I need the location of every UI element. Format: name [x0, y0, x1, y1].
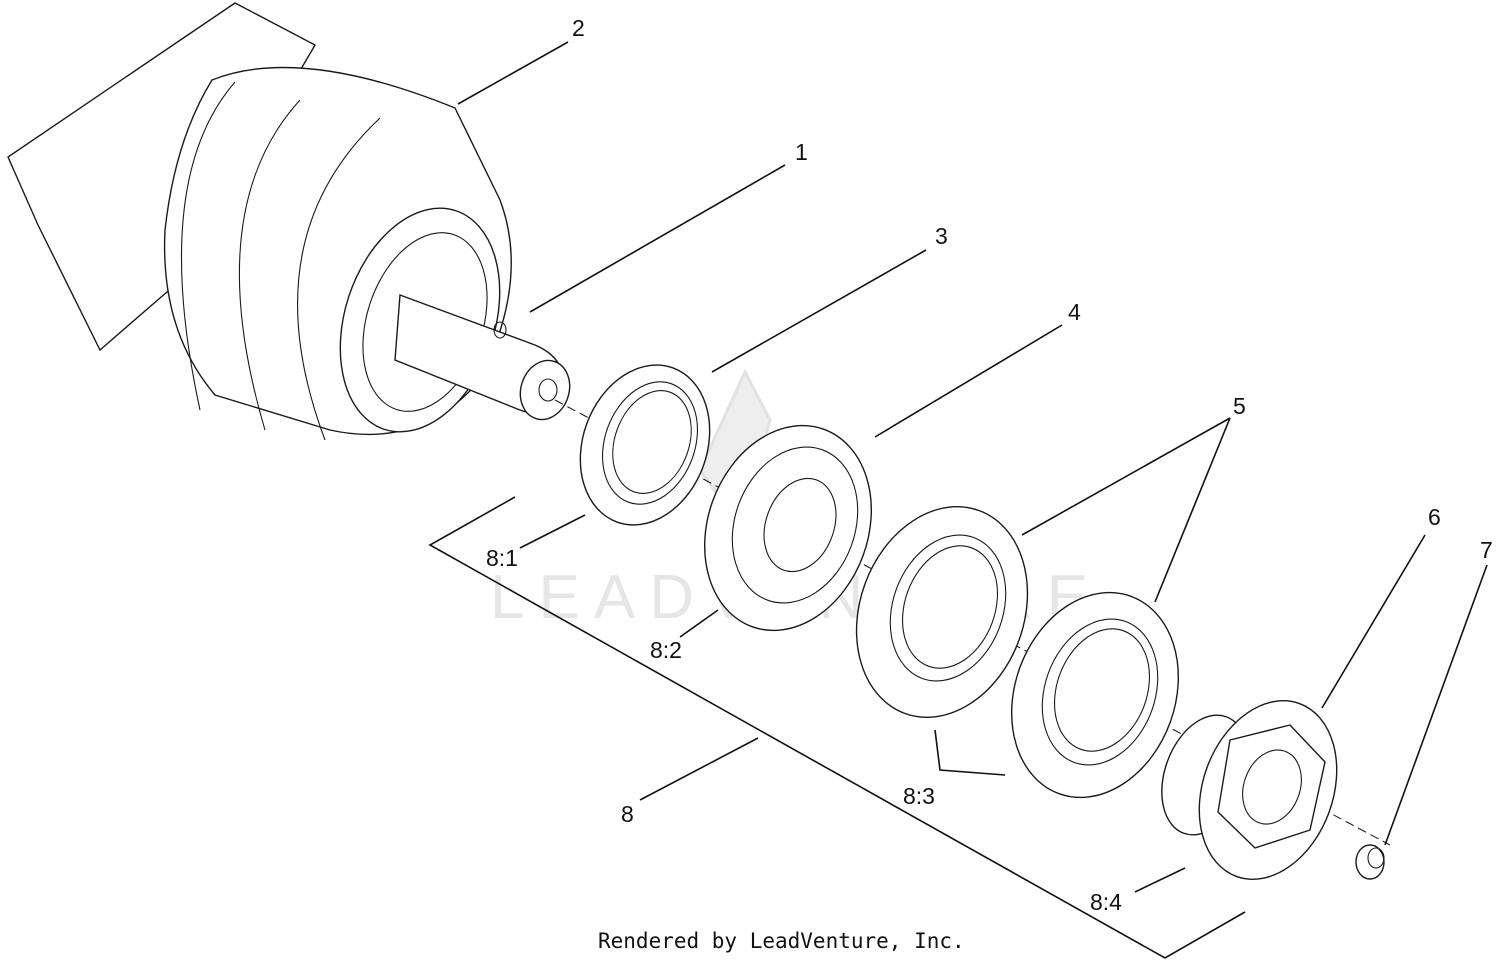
leader-5a	[1021, 417, 1231, 536]
roller-groove-2	[238, 99, 301, 431]
set-screw-body	[1355, 844, 1385, 880]
shaft-bore	[538, 378, 558, 402]
bearing-part-4	[703, 424, 873, 632]
nut-bore	[1242, 749, 1302, 825]
shaft-part-1	[394, 294, 571, 421]
seal-part-3	[579, 364, 711, 526]
callout-8-1: 8:1	[486, 545, 518, 571]
seal-lip	[601, 381, 699, 505]
leader-5b	[1154, 417, 1231, 603]
cup-a-outer	[855, 506, 1029, 718]
callout-4: 4	[1068, 299, 1081, 325]
set-screw-end	[1367, 847, 1385, 869]
callout-5: 5	[1233, 393, 1246, 419]
leader-7	[1384, 564, 1488, 846]
callout-2: 2	[572, 15, 585, 41]
group-bracket-8	[428, 496, 1246, 959]
callout-8-3: 8:3	[903, 783, 935, 809]
roller-wheel-part-2	[7, 2, 512, 441]
callout-8-4: 8:4	[1090, 889, 1122, 915]
leader-2	[457, 41, 569, 105]
seal-inner	[612, 390, 692, 494]
nut-hex	[1217, 724, 1326, 849]
cup-part-5-a	[855, 506, 1029, 718]
bearing-outer	[703, 424, 873, 632]
leader-8-1	[519, 514, 586, 549]
cup-part-5-b	[1010, 591, 1180, 799]
callout-8: 8	[621, 801, 634, 827]
leader-6	[1321, 534, 1426, 709]
roller-groove-1	[180, 81, 236, 411]
cup-a-inner	[901, 545, 999, 669]
callout-6: 6	[1428, 504, 1441, 530]
cup-b-inner	[1053, 628, 1151, 752]
leader-3	[711, 249, 927, 373]
leader-1	[529, 164, 786, 313]
bearing-race	[731, 446, 859, 604]
callout-8-2: 8:2	[650, 637, 682, 663]
callout-3: 3	[935, 223, 948, 249]
nut-part-6	[1161, 700, 1338, 880]
bearing-bore	[763, 477, 837, 573]
callout-1: 1	[795, 139, 808, 165]
seal-outer	[579, 364, 711, 526]
leader-lines	[428, 41, 1488, 959]
cup-a-lip	[889, 534, 1007, 682]
shaft-pin-hole	[493, 321, 507, 339]
callout-7: 7	[1480, 537, 1493, 563]
shaft-end	[519, 359, 571, 421]
set-screw-part-7	[1355, 844, 1385, 880]
cup-b-lip	[1041, 618, 1159, 766]
roller-groove-3	[297, 117, 381, 441]
leader-4	[874, 324, 1063, 438]
leader-8	[639, 737, 759, 801]
leader-8-2	[679, 609, 719, 638]
leader-8-4	[1134, 867, 1186, 893]
leader-8-3	[934, 729, 1006, 776]
rendered-by-credit: Rendered by LeadVenture, Inc.	[598, 929, 965, 953]
